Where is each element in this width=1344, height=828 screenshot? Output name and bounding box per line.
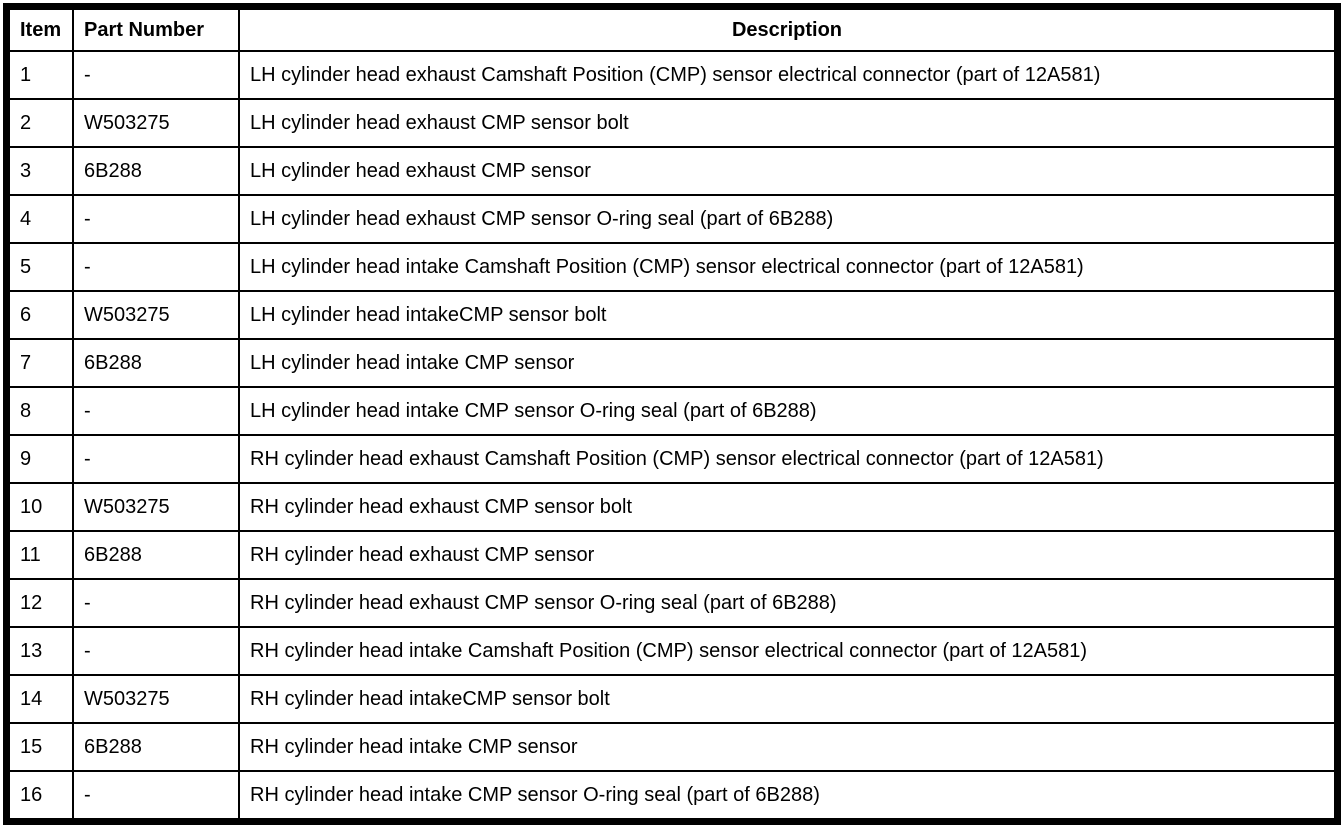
table-row: 6 W503275 LH cylinder head intakeCMP sen…	[8, 290, 1336, 340]
description-cell: RH cylinder head intake Camshaft Positio…	[238, 626, 1336, 676]
item-cell: 12	[8, 578, 74, 628]
description-cell: LH cylinder head exhaust CMP sensor O-ri…	[238, 194, 1336, 244]
item-cell: 6	[8, 290, 74, 340]
table-row: 9 - RH cylinder head exhaust Camshaft Po…	[8, 434, 1336, 484]
table-row: 1 - LH cylinder head exhaust Camshaft Po…	[8, 50, 1336, 100]
item-cell: 9	[8, 434, 74, 484]
header-row: Item Part Number Description	[8, 8, 1336, 52]
header-part-number: Part Number	[72, 8, 240, 52]
parts-table-header: Item Part Number Description	[8, 8, 1336, 52]
parts-table-frame: Item Part Number Description 1 - LH cyli…	[3, 3, 1341, 825]
part-number-cell: -	[72, 194, 240, 244]
part-number-cell: W503275	[72, 482, 240, 532]
description-cell: RH cylinder head exhaust CMP sensor	[238, 530, 1336, 580]
item-cell: 3	[8, 146, 74, 196]
part-number-cell: W503275	[72, 290, 240, 340]
item-cell: 2	[8, 98, 74, 148]
part-number-cell: -	[72, 770, 240, 820]
description-cell: RH cylinder head intake CMP sensor	[238, 722, 1336, 772]
item-cell: 4	[8, 194, 74, 244]
table-row: 10 W503275 RH cylinder head exhaust CMP …	[8, 482, 1336, 532]
part-number-cell: -	[72, 386, 240, 436]
description-cell: LH cylinder head exhaust CMP sensor bolt	[238, 98, 1336, 148]
table-row: 7 6B288 LH cylinder head intake CMP sens…	[8, 338, 1336, 388]
part-number-cell: -	[72, 626, 240, 676]
table-row: 4 - LH cylinder head exhaust CMP sensor …	[8, 194, 1336, 244]
parts-table: Item Part Number Description 1 - LH cyli…	[8, 8, 1336, 820]
item-cell: 10	[8, 482, 74, 532]
description-cell: RH cylinder head intakeCMP sensor bolt	[238, 674, 1336, 724]
table-row: 2 W503275 LH cylinder head exhaust CMP s…	[8, 98, 1336, 148]
header-item: Item	[8, 8, 74, 52]
table-row: 12 - RH cylinder head exhaust CMP sensor…	[8, 578, 1336, 628]
item-cell: 13	[8, 626, 74, 676]
part-number-cell: W503275	[72, 674, 240, 724]
item-cell: 16	[8, 770, 74, 820]
part-number-cell: -	[72, 242, 240, 292]
part-number-cell: 6B288	[72, 338, 240, 388]
part-number-cell: 6B288	[72, 722, 240, 772]
description-cell: LH cylinder head intakeCMP sensor bolt	[238, 290, 1336, 340]
description-cell: LH cylinder head exhaust Camshaft Positi…	[238, 50, 1336, 100]
table-row: 11 6B288 RH cylinder head exhaust CMP se…	[8, 530, 1336, 580]
part-number-cell: 6B288	[72, 530, 240, 580]
description-cell: LH cylinder head intake Camshaft Positio…	[238, 242, 1336, 292]
description-cell: LH cylinder head intake CMP sensor O-rin…	[238, 386, 1336, 436]
part-number-cell: W503275	[72, 98, 240, 148]
table-row: 14 W503275 RH cylinder head intakeCMP se…	[8, 674, 1336, 724]
item-cell: 14	[8, 674, 74, 724]
description-cell: LH cylinder head intake CMP sensor	[238, 338, 1336, 388]
table-row: 8 - LH cylinder head intake CMP sensor O…	[8, 386, 1336, 436]
description-cell: RH cylinder head intake CMP sensor O-rin…	[238, 770, 1336, 820]
description-cell: RH cylinder head exhaust CMP sensor O-ri…	[238, 578, 1336, 628]
table-row: 3 6B288 LH cylinder head exhaust CMP sen…	[8, 146, 1336, 196]
description-cell: LH cylinder head exhaust CMP sensor	[238, 146, 1336, 196]
table-row: 15 6B288 RH cylinder head intake CMP sen…	[8, 722, 1336, 772]
item-cell: 7	[8, 338, 74, 388]
item-cell: 1	[8, 50, 74, 100]
item-cell: 11	[8, 530, 74, 580]
item-cell: 15	[8, 722, 74, 772]
table-row: 5 - LH cylinder head intake Camshaft Pos…	[8, 242, 1336, 292]
item-cell: 5	[8, 242, 74, 292]
header-description: Description	[238, 8, 1336, 52]
table-row: 13 - RH cylinder head intake Camshaft Po…	[8, 626, 1336, 676]
parts-table-body: 1 - LH cylinder head exhaust Camshaft Po…	[8, 50, 1336, 820]
description-cell: RH cylinder head exhaust CMP sensor bolt	[238, 482, 1336, 532]
part-number-cell: 6B288	[72, 146, 240, 196]
item-cell: 8	[8, 386, 74, 436]
description-cell: RH cylinder head exhaust Camshaft Positi…	[238, 434, 1336, 484]
table-row: 16 - RH cylinder head intake CMP sensor …	[8, 770, 1336, 820]
part-number-cell: -	[72, 578, 240, 628]
part-number-cell: -	[72, 50, 240, 100]
part-number-cell: -	[72, 434, 240, 484]
